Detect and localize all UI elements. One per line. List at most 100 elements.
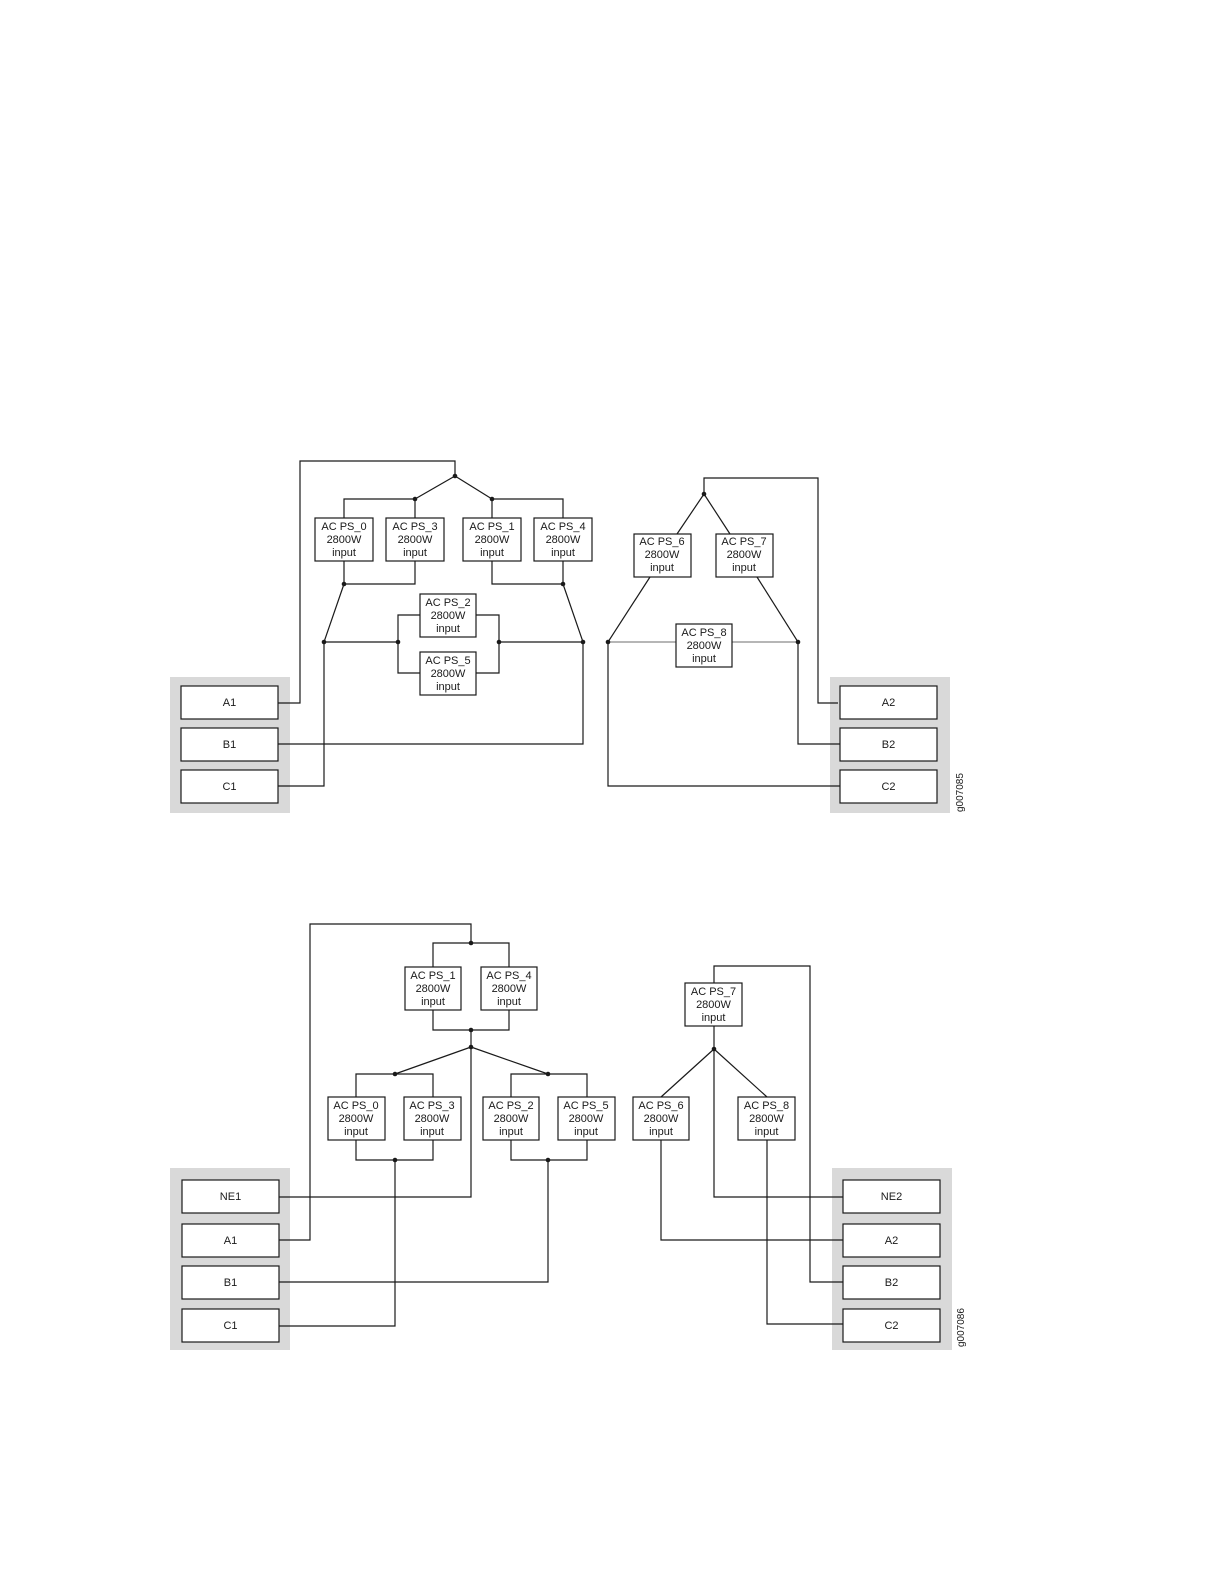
- ps-label: AC PS_2: [425, 597, 470, 609]
- ps-box-ps8: AC PS_8 2800W input: [737, 1096, 796, 1141]
- ps-box-ps3: AC PS_3 2800W input: [385, 517, 445, 562]
- feed-box-b2: B2: [842, 1265, 941, 1300]
- feed-label: B1: [224, 1277, 237, 1289]
- ps-input: input: [497, 996, 521, 1008]
- ps-label: AC PS_1: [410, 970, 455, 982]
- ps-box-ps7: AC PS_7 2800W input: [684, 982, 743, 1027]
- feed-box-c1: C1: [181, 1308, 280, 1343]
- ps-label: AC PS_4: [486, 970, 531, 982]
- ps-label: AC PS_5: [425, 655, 470, 667]
- ps-input: input: [332, 547, 356, 559]
- figure-id: g007086: [956, 1308, 967, 1347]
- ps-input: input: [436, 681, 460, 693]
- ps-input: input: [436, 623, 460, 635]
- feed-box-c2: C2: [842, 1308, 941, 1343]
- junction-dots: [321, 473, 801, 645]
- ps-rating: 2800W: [431, 610, 466, 622]
- ps-box-ps1: AC PS_1 2800W input: [404, 966, 462, 1011]
- ps-label: AC PS_3: [392, 521, 437, 533]
- ps-label: AC PS_4: [540, 521, 585, 533]
- feed-label: B1: [223, 739, 236, 751]
- ps-rating: 2800W: [727, 549, 762, 561]
- ps-box-ps7: AC PS_7 2800W input: [715, 533, 774, 578]
- ps-rating: 2800W: [492, 983, 527, 995]
- feed-label: A2: [882, 697, 895, 709]
- ps-label: AC PS_5: [563, 1100, 608, 1112]
- diagram-2: AC PS_1 2800W input AC PS_4 2800W input …: [170, 923, 967, 1350]
- ps-input: input: [499, 1126, 523, 1138]
- ps-label: AC PS_7: [691, 986, 736, 998]
- ps-label: AC PS_7: [721, 536, 766, 548]
- ps-box-ps4: AC PS_4 2800W input: [533, 517, 593, 562]
- ps-rating: 2800W: [431, 668, 466, 680]
- figure-id: g007085: [955, 773, 966, 812]
- diagram-1: AC PS_0 2800W input AC PS_3 2800W input …: [170, 460, 966, 813]
- ps-input: input: [732, 562, 756, 574]
- ps-input: input: [480, 547, 504, 559]
- ps-rating: 2800W: [645, 549, 680, 561]
- ps-box-ps4: AC PS_4 2800W input: [480, 966, 538, 1011]
- ps-box-ps2: AC PS_2 2800W input: [482, 1096, 540, 1141]
- ps-input: input: [420, 1126, 444, 1138]
- feed-box-a1: A1: [180, 685, 279, 720]
- ps-label: AC PS_3: [409, 1100, 454, 1112]
- ps-box-ps6: AC PS_6 2800W input: [632, 1096, 690, 1141]
- feed-box-b1: B1: [181, 1265, 280, 1300]
- ps-label: AC PS_6: [639, 536, 684, 548]
- ps-rating: 2800W: [415, 1113, 450, 1125]
- ps-box-ps0: AC PS_0 2800W input: [327, 1096, 386, 1141]
- feed-label: C2: [884, 1320, 898, 1332]
- feed-box-a1: A1: [181, 1223, 280, 1258]
- feed-box-b1: B1: [180, 727, 279, 762]
- ps-label: AC PS_8: [681, 627, 726, 639]
- ps-input: input: [702, 1012, 726, 1024]
- feed-box-a2: A2: [839, 685, 938, 720]
- ps-rating: 2800W: [546, 534, 581, 546]
- ps-input: input: [551, 547, 575, 559]
- feed-label: A1: [223, 697, 236, 709]
- ps-input: input: [755, 1126, 779, 1138]
- ps-rating: 2800W: [494, 1113, 529, 1125]
- ps-input: input: [650, 562, 674, 574]
- ps-rating: 2800W: [327, 534, 362, 546]
- ps-rating: 2800W: [687, 640, 722, 652]
- junction-dots: [392, 940, 717, 1163]
- ps-box-ps1: AC PS_1 2800W input: [462, 517, 522, 562]
- ps-label: AC PS_1: [469, 521, 514, 533]
- ps-input: input: [344, 1126, 368, 1138]
- feed-label: C1: [223, 1320, 237, 1332]
- ps-rating: 2800W: [416, 983, 451, 995]
- ps-rating: 2800W: [569, 1113, 604, 1125]
- feed-box-a2: A2: [842, 1223, 941, 1258]
- feed-label: C1: [222, 781, 236, 793]
- ps-rating: 2800W: [749, 1113, 784, 1125]
- feed-box-ne2: NE2: [842, 1179, 941, 1214]
- feed-label: A2: [885, 1235, 898, 1247]
- feed-box-c1: C1: [180, 769, 279, 804]
- ps-label: AC PS_0: [321, 521, 366, 533]
- ps-rating: 2800W: [398, 534, 433, 546]
- wiring: [278, 460, 840, 787]
- ps-label: AC PS_8: [744, 1100, 789, 1112]
- ps-rating: 2800W: [696, 999, 731, 1011]
- ps-input: input: [403, 547, 427, 559]
- ps-label: AC PS_6: [638, 1100, 683, 1112]
- ps-box-ps5: AC PS_5 2800W input: [419, 651, 477, 696]
- feed-box-c2: C2: [839, 769, 938, 804]
- ps-rating: 2800W: [339, 1113, 374, 1125]
- feed-label: A1: [224, 1235, 237, 1247]
- ps-label: AC PS_2: [488, 1100, 533, 1112]
- feed-label: C2: [881, 781, 895, 793]
- ps-box-ps8: AC PS_8 2800W input: [675, 623, 733, 668]
- ps-input: input: [649, 1126, 673, 1138]
- ps-rating: 2800W: [475, 534, 510, 546]
- ps-box-ps0: AC PS_0 2800W input: [314, 517, 374, 562]
- feed-label: NE1: [220, 1191, 241, 1203]
- ps-rating: 2800W: [644, 1113, 679, 1125]
- feed-label: B2: [885, 1277, 898, 1289]
- ps-box-ps6: AC PS_6 2800W input: [633, 533, 692, 578]
- ps-input: input: [692, 653, 716, 665]
- ps-box-ps5: AC PS_5 2800W input: [557, 1096, 616, 1141]
- feed-box-b2: B2: [839, 727, 938, 762]
